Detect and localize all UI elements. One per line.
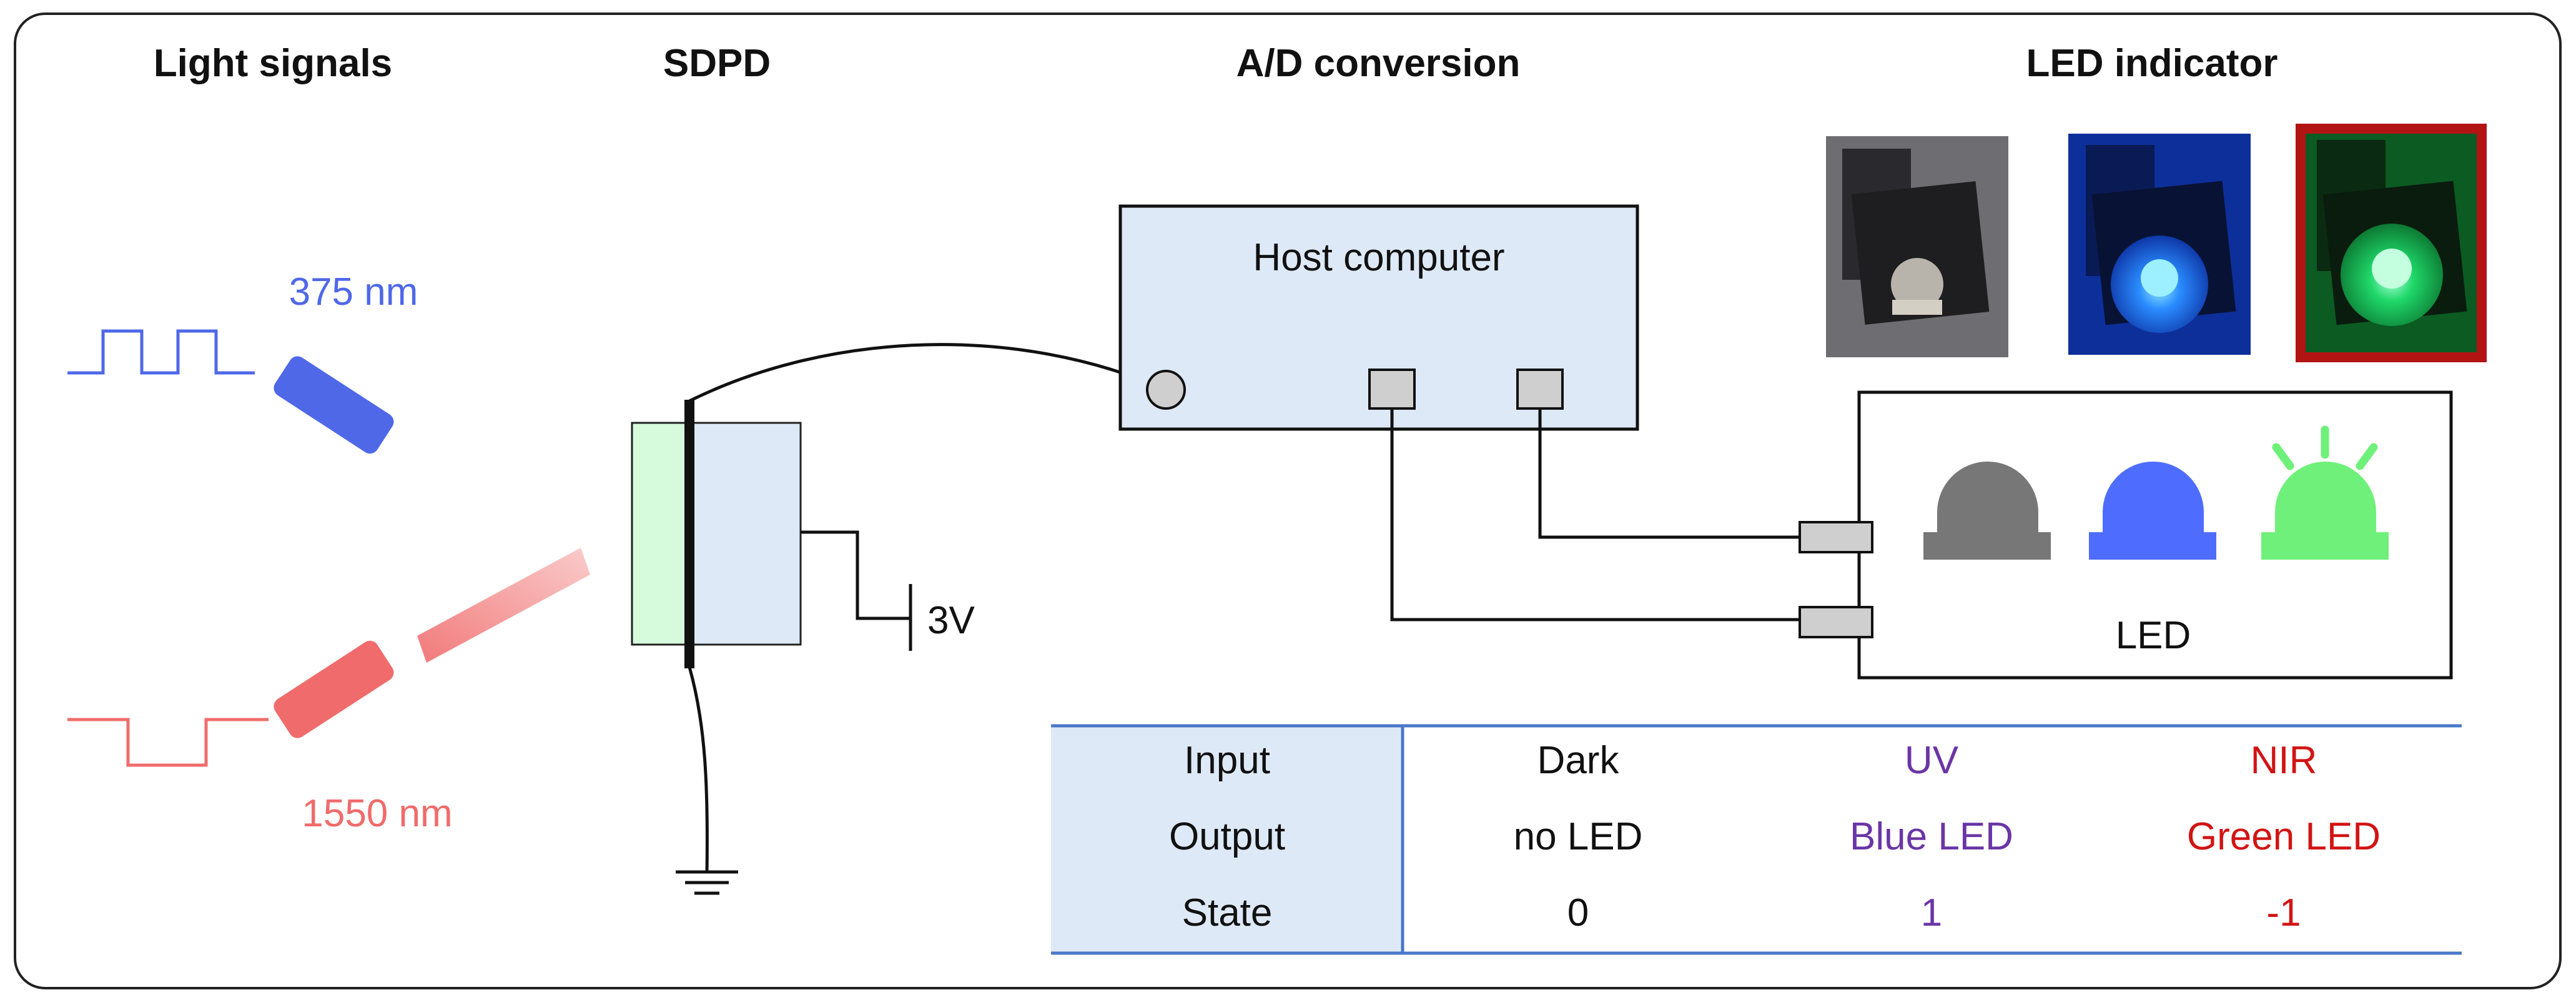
table-cell: 1 xyxy=(1921,891,1942,934)
led-icon-green-lit xyxy=(2261,425,2389,560)
bias-wire xyxy=(801,530,910,620)
nir-source: 1550 nm xyxy=(67,548,590,835)
table-cell: 0 xyxy=(1567,891,1589,934)
ground-icon xyxy=(676,870,738,895)
nir-pulse-waveform xyxy=(67,718,269,767)
uv-pulse-waveform xyxy=(67,329,255,375)
signal-wire xyxy=(688,343,1167,403)
uv-laser-diode xyxy=(274,356,394,454)
photo-led-dark xyxy=(1826,136,2008,357)
photo-led-blue xyxy=(2068,134,2251,355)
led-icon-blue xyxy=(2089,462,2216,560)
output-port-1 xyxy=(1368,369,1416,410)
host-computer-label: Host computer xyxy=(1253,236,1504,279)
outer-frame xyxy=(14,12,2562,989)
table-cell: UV xyxy=(1905,739,1959,782)
sdpd-electrode xyxy=(684,400,694,668)
header-light-signals: Light signals xyxy=(154,42,392,85)
table-cell: no LED xyxy=(1514,815,1643,858)
table-cell: Blue LED xyxy=(1850,815,2013,858)
sdpd-green-layer xyxy=(631,422,691,646)
led-connector-1 xyxy=(1799,521,1873,553)
sdpd-detector xyxy=(631,400,802,668)
table-row-label-output: Output xyxy=(1169,815,1285,858)
table-cell: -1 xyxy=(2266,891,2301,934)
selected-frame xyxy=(2296,124,2487,362)
photo-led-green xyxy=(2296,124,2487,362)
table-row-label-input: Input xyxy=(1184,739,1270,782)
header-led-indicator: LED indicator xyxy=(2026,42,2277,85)
uv-source: 375 nm xyxy=(67,270,418,454)
nir-light-beam xyxy=(417,548,590,663)
table-row-label-state: State xyxy=(1182,891,1273,934)
voltage-label: 3V xyxy=(927,599,975,642)
led-box-label: LED xyxy=(2116,614,2191,657)
led-icon-off xyxy=(1923,462,2051,560)
uv-wavelength-label: 375 nm xyxy=(289,270,418,314)
header-ad-conversion: A/D conversion xyxy=(1236,42,1521,85)
analog-input-port xyxy=(1146,370,1186,410)
sdpd-blue-layer xyxy=(688,422,802,646)
table-cell: NIR xyxy=(2251,739,2317,782)
table-row-header-bg xyxy=(1051,726,1403,953)
output-port-2 xyxy=(1516,369,1564,410)
header-sdpd: SDPD xyxy=(663,42,771,85)
output-wire-2 xyxy=(1538,408,1800,539)
nir-wavelength-label: 1550 nm xyxy=(302,792,452,835)
ground-wire xyxy=(688,666,709,873)
led-connector-2 xyxy=(1799,606,1873,638)
nir-laser-diode xyxy=(274,640,394,738)
table-cell: Dark xyxy=(1537,739,1620,782)
output-wire-1 xyxy=(1390,408,1800,621)
table-cell: Green LED xyxy=(2187,815,2381,858)
